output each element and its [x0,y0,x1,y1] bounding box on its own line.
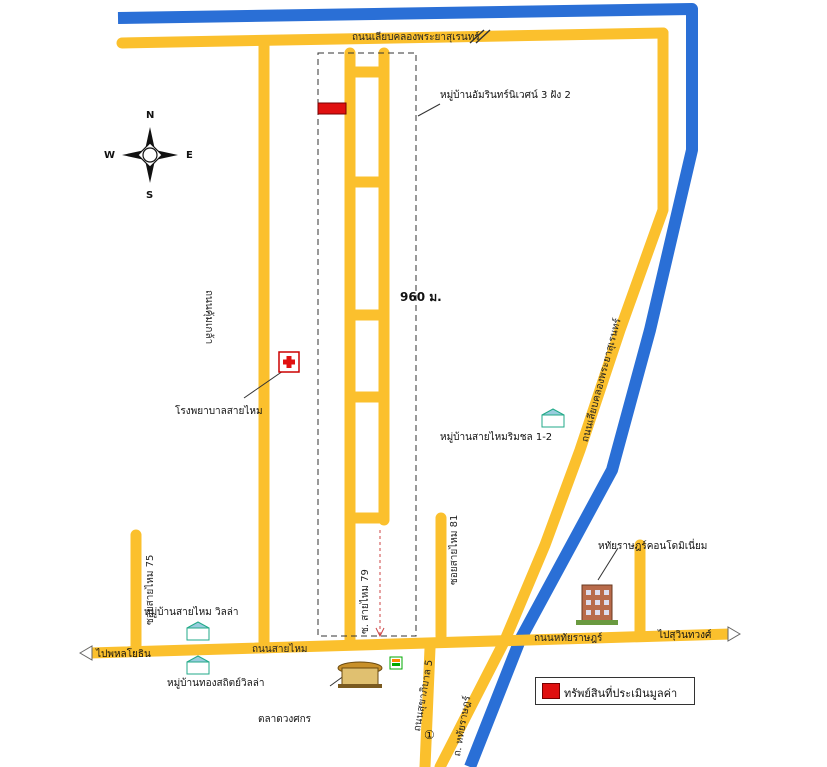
to-left-label: ไปพหลโยธิน [96,649,151,660]
distance-marker [375,530,385,638]
distance-label: 960 ม. [400,290,442,304]
south-road [419,642,436,767]
convenience-store-icon [389,656,403,670]
legend-label: ทรัพย์สินที่ประเมินมูลค่า [564,687,678,700]
rail-crossing [469,29,491,44]
to-right-label: ไปสุวินทวงศ์ [658,630,712,641]
circle-marker: ① [424,728,435,742]
condo-label: หทัยราษฎร์คอนโดมิเนี่ยม [598,541,708,552]
village-right-label: หมู่บ้านสายไหมริมชล 1-2 [440,432,553,443]
compass-icon [122,127,178,183]
market-icon [337,661,383,688]
soi-label: ซ. สายไหม 79 [360,569,371,634]
village-top-pointer [417,103,441,117]
compass-n: N [146,110,155,121]
compass-e: E [186,150,193,161]
village-boundary [317,52,417,637]
soi-right-label: ซอยสายไหม 81 [449,514,460,585]
village-bottom-label: หมู่บ้านทองสถิตย์วิลล่า [167,678,265,689]
house-icon-right [541,408,565,428]
right-direction-arrow [727,626,741,642]
market-label: ตลาดวงศกร [258,714,312,725]
condo-building-icon [576,584,618,625]
compass-s: S [146,190,154,201]
legend-swatch [542,683,560,699]
condo-pointer [597,547,619,581]
house-icon-bottom [186,655,210,675]
top-road [116,27,669,49]
village-left-label: หมู่บ้านสายไหม วิลล่า [144,607,239,618]
bottom-road [84,628,736,659]
top-road-label: ถนนเลียบคลองพระยาสุเรนทร์ [352,32,480,43]
left-direction-arrow [79,645,93,661]
map-legend: ทรัพย์สินที่ประเมินมูลค่า [535,677,695,705]
house-icon-left [186,621,210,641]
bottom-road-label: ถนนสายไหม [252,644,308,655]
hospital-icon [278,351,300,373]
roads [84,27,736,767]
bottom-right-road-label: ถนนหทัยราษฎร์ [534,633,603,644]
compass-w: W [104,150,116,161]
hospital-pointer [243,370,284,399]
village-top-label: หมู่บ้านอัมรินทร์นิเวศน์ 3 ฝัง 2 [440,90,571,101]
hospital-label: โรงพยาบาลสายไหม [175,406,263,417]
left-road-label: ถนนคุ้มเกล้า [203,290,214,345]
property-marker [317,102,347,115]
